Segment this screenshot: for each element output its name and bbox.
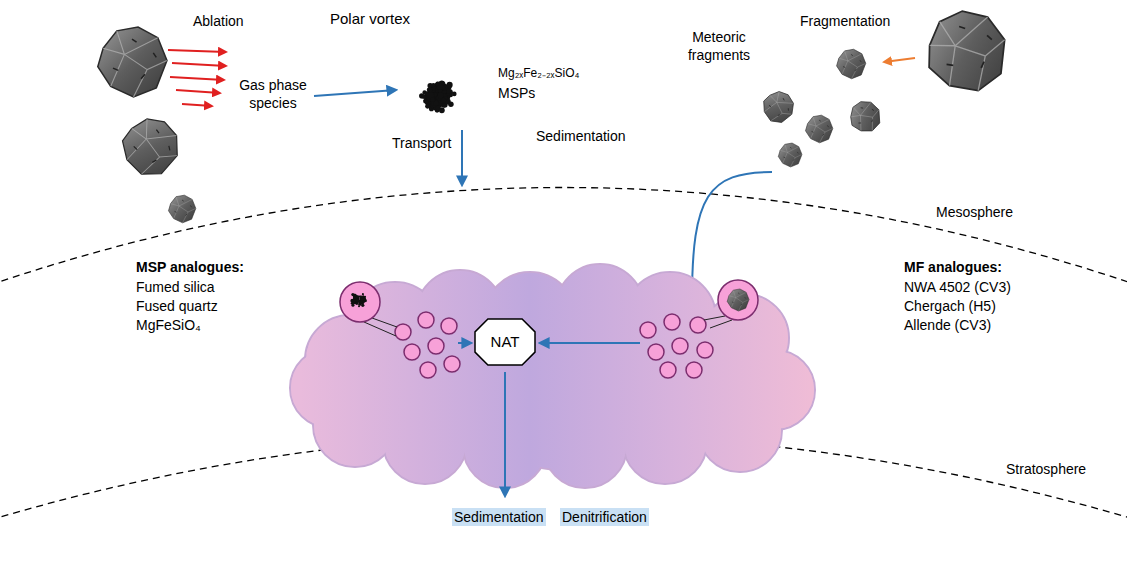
sedimentation-arrow (504, 372, 506, 496)
vortex-funnel (312, 0, 843, 545)
particles (340, 280, 758, 378)
process-label: Fragmentation (800, 12, 890, 30)
transport-arrow (461, 130, 463, 185)
fragmentation-arrow (884, 58, 915, 62)
meteoric-fragment (837, 49, 866, 78)
list-item: Chergach (H5) (904, 297, 996, 315)
process-label: Transport (392, 134, 451, 152)
mesosphere-boundary (0, 188, 1127, 286)
nucleation-arrow (540, 342, 640, 344)
meteoroid (169, 195, 196, 223)
meteoroid (917, 2, 1015, 101)
fragment-label: Meteoric fragments (680, 28, 758, 64)
psc-cloud (290, 264, 815, 488)
meteoroid (114, 111, 187, 184)
ablation-arrows (168, 50, 226, 106)
node-label: NAT (491, 333, 520, 351)
nucleation-arrow (458, 342, 471, 344)
meteoric-fragment (845, 96, 886, 137)
polar-vortex-band: Polar vortexNAT (312, 0, 843, 545)
species-label: Gas phase species (236, 76, 310, 112)
meteoric-fragment (778, 143, 802, 167)
nat-octagon: NAT (474, 318, 536, 366)
gas-arrow (314, 90, 396, 96)
list-heading: MF analogues: (904, 258, 1002, 276)
list-item: NWA 4502 (CV3) (904, 278, 1011, 296)
meteoric-fragment (757, 86, 799, 129)
band-title: Polar vortex (330, 10, 410, 28)
list-item: Allende (CV3) (904, 316, 991, 334)
process-label: Sedimentation (452, 508, 546, 526)
process-label: Denitrification (560, 508, 649, 526)
list-item: MgFeSiO₄ (136, 316, 201, 334)
list-item: Fumed silica (136, 278, 215, 296)
meteoric-fragment (806, 115, 833, 143)
list-heading: MSP analogues: (136, 258, 244, 276)
msp-aggregate (419, 80, 457, 113)
process-label: Ablation (193, 12, 244, 30)
particle-label: MSPs (498, 84, 535, 102)
meteoroid (98, 27, 167, 97)
chemical-formula: Mg₂ₓFe₂₋₂ₓSiO₄ (498, 64, 579, 82)
list-item: Fused quartz (136, 297, 218, 315)
layer-label: Mesosphere (936, 203, 1013, 221)
layer-label: Stratosphere (1006, 460, 1086, 478)
process-label: Sedimentation (536, 127, 626, 145)
